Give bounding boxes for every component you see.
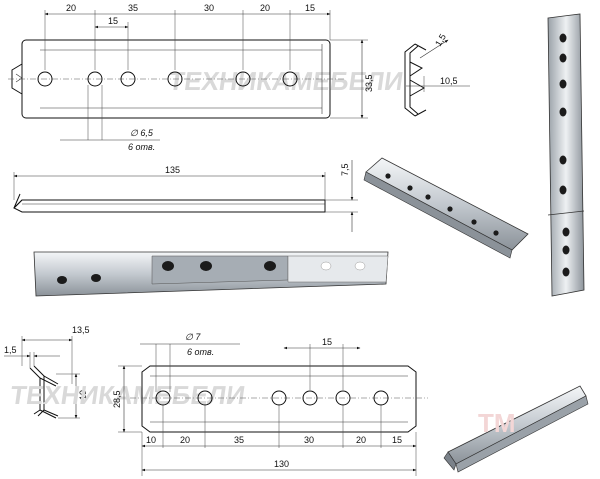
- iso-rail-short: [363, 157, 529, 259]
- side-dim-length: 135: [165, 165, 180, 175]
- watermark-top: ТЕХНИКАМЕБЕЛИ: [167, 66, 406, 96]
- watermark-logo: ТМ: [478, 408, 516, 438]
- top-dim-35: 35: [128, 3, 138, 13]
- large-dim-height: 19: [78, 390, 88, 400]
- bottom-dim-10: 10: [146, 435, 156, 445]
- top-dim-20a: 20: [66, 3, 76, 13]
- bottom-dim-length: 130: [274, 459, 289, 469]
- top-hole-count: 6 отв.: [128, 142, 155, 152]
- bottom-dim-pitch: 15: [322, 337, 332, 347]
- side-view: 135 7,5: [13, 160, 358, 232]
- top-dim-height: 33,5: [364, 74, 374, 92]
- top-dim-15: 15: [305, 3, 315, 13]
- small-dim-width: 10,5: [440, 76, 458, 86]
- small-dim-wall: 1,5: [433, 32, 448, 48]
- section-small: 1,5 10,5: [404, 32, 470, 117]
- photo-rail: [33, 251, 389, 297]
- bottom-dim-20b: 20: [356, 435, 366, 445]
- bottom-dim-30: 30: [304, 435, 314, 445]
- top-view: ТЕХНИКАМЕБЕЛИ 20 35 30: [8, 3, 405, 152]
- bottom-dim-15: 15: [392, 435, 402, 445]
- top-view-holes: [37, 71, 298, 87]
- large-dim-wall: 1,5: [4, 345, 17, 355]
- top-dim-20b: 20: [260, 3, 270, 13]
- side-dim-height: 7,5: [340, 163, 350, 176]
- bottom-view: ТЕХНИКАМЕБЕЛИ ∅ 7 6 отв. 15 28,5: [8, 332, 428, 476]
- iso-rail-long: ТМ: [443, 385, 589, 473]
- large-dim-top: 13,5: [72, 325, 90, 335]
- section-large: 13,5 1,5 19: [4, 325, 90, 419]
- top-dim-pitch: 15: [108, 16, 118, 26]
- bottom-hole-count: 6 отв.: [187, 347, 214, 357]
- bottom-dim-20a: 20: [180, 435, 190, 445]
- vertical-rail: [547, 13, 585, 297]
- bottom-dim-height: 28,5: [112, 390, 122, 408]
- top-hole-dia: ∅ 6,5: [130, 128, 154, 138]
- top-dim-30: 30: [204, 3, 214, 13]
- bottom-hole-dia: ∅ 7: [185, 332, 201, 342]
- bottom-dim-35: 35: [234, 435, 244, 445]
